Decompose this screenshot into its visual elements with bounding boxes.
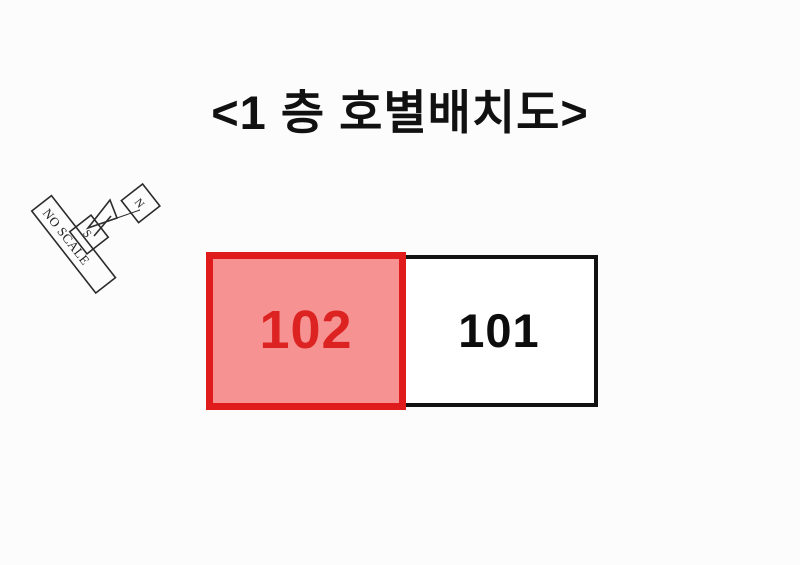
page-title: <1 층 호별배치도> bbox=[211, 86, 589, 139]
north-label: N bbox=[132, 197, 147, 211]
compass-arrow-filled bbox=[87, 209, 141, 229]
north-arrow-compass: NO SCALE S N bbox=[18, 172, 178, 322]
floor-plan-rooms: 101 102 bbox=[206, 252, 598, 412]
room-101-label: 101 bbox=[458, 303, 540, 357]
south-label: S bbox=[80, 228, 93, 240]
compass-stem bbox=[93, 215, 112, 237]
room-101[interactable]: 101 bbox=[400, 255, 598, 407]
room-102[interactable]: 102 bbox=[206, 252, 406, 410]
north-box: N bbox=[120, 182, 161, 224]
compass-arrow-hollow bbox=[85, 198, 119, 230]
room-102-label: 102 bbox=[259, 300, 353, 360]
